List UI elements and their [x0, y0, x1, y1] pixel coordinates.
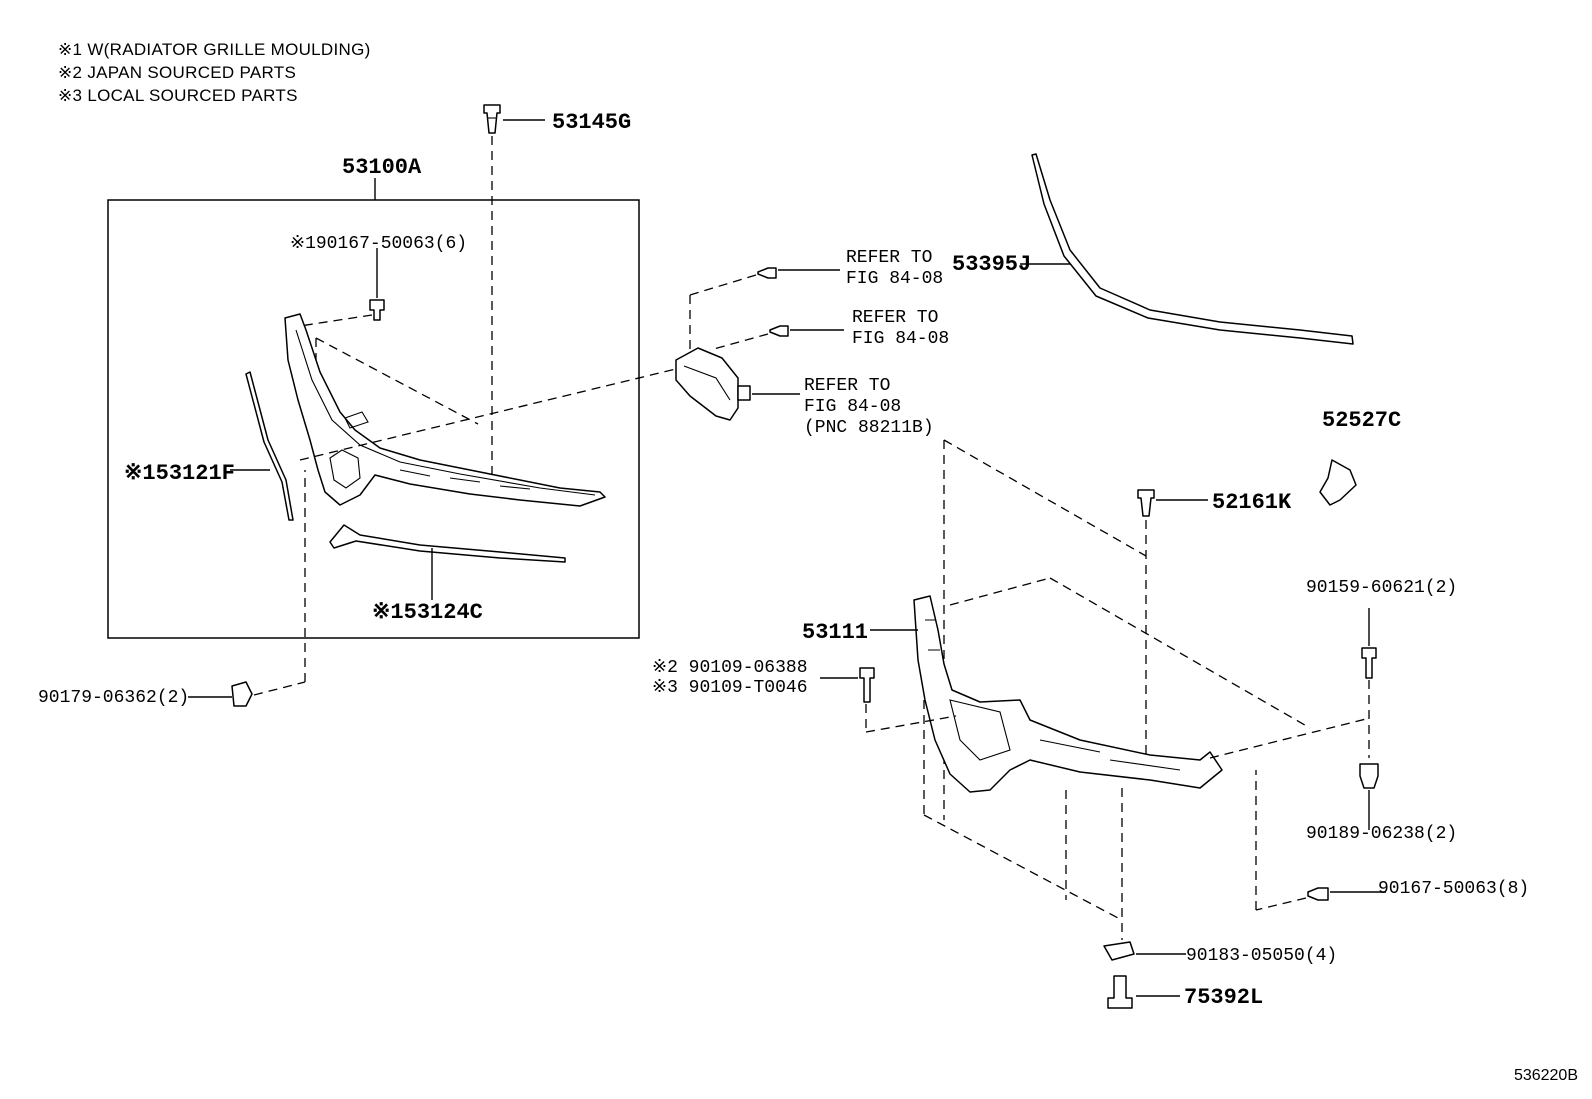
- label-53145G: 53145G: [552, 110, 631, 135]
- label-refer1-a: REFER TO: [846, 248, 932, 268]
- label-90167-50063-8: 90167-50063(8): [1378, 879, 1529, 899]
- grille-bracket-53111-icon: [913, 595, 1223, 793]
- side-moulding-53121F-icon: [245, 371, 294, 521]
- nut-clip-90189-icon: [1359, 763, 1379, 789]
- clip-90183-icon: [1103, 941, 1135, 961]
- label-90159: 90159-60621(2): [1306, 578, 1457, 598]
- screw-90167-50063-6-icon: [369, 299, 385, 321]
- label-refer3-a: REFER TO: [804, 376, 890, 396]
- label-53121F: ※153121F: [124, 461, 235, 486]
- label-52161K: 52161K: [1212, 490, 1292, 515]
- clip-53145G-icon: [483, 104, 501, 134]
- note-2: ※2 JAPAN SOURCED PARTS: [58, 63, 297, 82]
- clip-90179-icon: [231, 681, 253, 707]
- label-refer3-c: (PNC 88211B): [804, 418, 934, 438]
- label-53124C: ※153124C: [372, 600, 483, 625]
- clip-52161K-icon: [1137, 489, 1155, 517]
- label-90179: 90179-06362(2): [38, 688, 189, 708]
- grille-assembly-box: [107, 199, 640, 639]
- label-53100A: 53100A: [342, 155, 422, 180]
- bolt-90159-icon: [1361, 647, 1377, 679]
- bolt-75392L-icon: [1107, 975, 1133, 1009]
- legend-notes: ※1 W(RADIATOR GRILLE MOULDING) ※2 JAPAN …: [58, 38, 371, 107]
- figure-id: 536220B: [1513, 1067, 1578, 1084]
- bracket-52527C-icon: [1319, 459, 1357, 506]
- label-90109-06388: ※2 90109-06388: [652, 658, 808, 678]
- label-52527C: 52527C: [1322, 408, 1401, 433]
- label-90183: 90183-05050(4): [1186, 946, 1337, 966]
- label-53395J: 53395J: [952, 252, 1031, 277]
- note-3: ※3 LOCAL SOURCED PARTS: [58, 86, 298, 105]
- label-53111: 53111: [802, 620, 868, 645]
- label-90189: 90189-06238(2): [1306, 824, 1457, 844]
- radar-sensor-icon: [675, 347, 751, 421]
- label-90109-T0046: ※3 90109-T0046: [652, 678, 808, 698]
- screw-refer-2-icon: [769, 325, 789, 337]
- label-75392L: 75392L: [1184, 985, 1263, 1010]
- note-1: ※1 W(RADIATOR GRILLE MOULDING): [58, 40, 371, 59]
- label-refer1-b: FIG 84-08: [846, 269, 943, 289]
- radiator-grille-icon: [284, 313, 606, 507]
- label-refer3-b: FIG 84-08: [804, 397, 901, 417]
- upper-moulding-53395J-icon: [1031, 153, 1354, 345]
- label-refer2-a: REFER TO: [852, 308, 938, 328]
- label-90167-50063-6: ※190167-50063(6): [290, 234, 467, 254]
- screw-refer-1-icon: [757, 267, 777, 279]
- screw-90167-50063-8-icon: [1307, 887, 1329, 901]
- label-refer2-b: FIG 84-08: [852, 329, 949, 349]
- bolt-90109-icon: [859, 667, 875, 703]
- lower-moulding-53124C-icon: [329, 524, 566, 563]
